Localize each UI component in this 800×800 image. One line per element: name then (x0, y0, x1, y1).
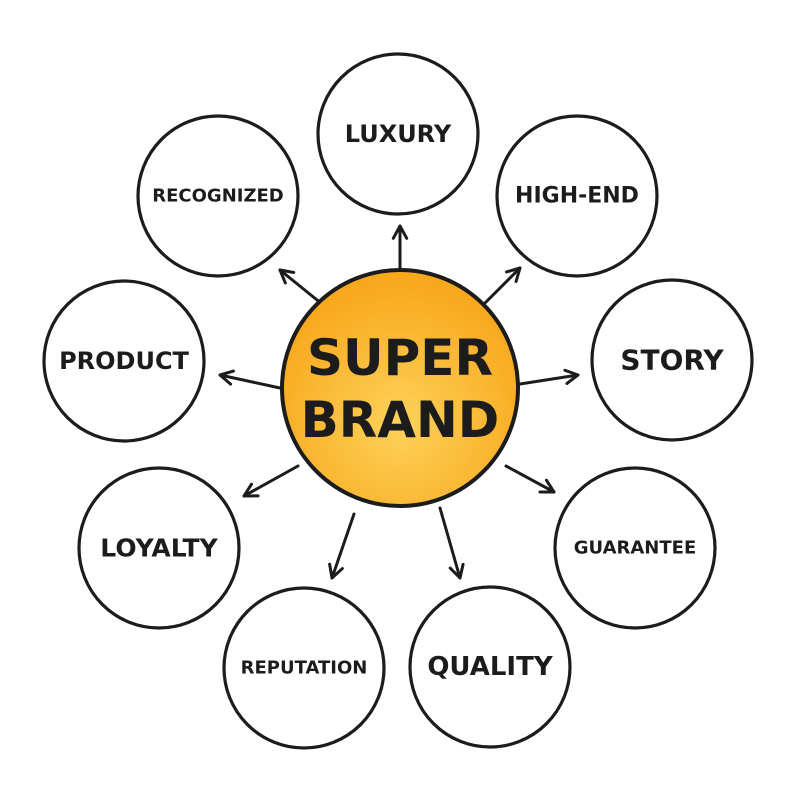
arrow-to-recognized (278, 268, 324, 306)
arrow-shaft (330, 512, 356, 580)
arrow-head (391, 224, 409, 240)
arrow-shaft (438, 506, 462, 580)
arrow-to-high-end (478, 266, 522, 310)
node-label-guarantee: GUARANTEE (574, 538, 697, 559)
arrow-head (328, 562, 344, 580)
node-story: STORY (590, 278, 754, 442)
arrow-shaft (504, 464, 556, 494)
arrow-head (563, 368, 580, 386)
node-recognized: RECOGNIZED (136, 114, 300, 278)
arrow-shaft (478, 266, 522, 310)
arrow-head (242, 482, 260, 498)
arrow-shaft (242, 464, 300, 498)
node-label-quality: QUALITY (427, 652, 554, 682)
node-circle-product (42, 279, 206, 443)
center-circle (280, 268, 520, 508)
node-label-loyalty: LOYALTY (100, 534, 218, 563)
node-loyalty: LOYALTY (77, 466, 241, 630)
center-node: SUPER BRAND (280, 268, 520, 508)
center-label-line2: BRAND (301, 391, 500, 449)
node-circle-reputation (222, 586, 386, 750)
node-circle-recognized (136, 114, 300, 278)
node-label-reputation: REPUTATION (241, 658, 368, 679)
arrow-to-reputation (328, 512, 356, 580)
node-circle-story (590, 278, 754, 442)
node-circle-luxury (316, 52, 480, 216)
arrow-to-guarantee (504, 464, 556, 494)
arrow-head (505, 266, 522, 283)
center-label-line1: SUPER (307, 329, 493, 387)
node-circle-guarantee (553, 466, 717, 630)
node-circle-high-end (495, 114, 659, 278)
node-label-luxury: LUXURY (345, 120, 452, 148)
arrow-shaft (518, 373, 580, 386)
arrow-shaft (278, 268, 324, 306)
outer-nodes: LUXURY HIGH-END STORY GUARANTEE QUALITY REPUT… (42, 52, 754, 750)
arrow-to-story (518, 368, 580, 386)
connector-arrows (218, 224, 580, 580)
node-guarantee: GUARANTEE (553, 466, 717, 630)
arrow-to-product (218, 369, 282, 390)
node-label-product: PRODUCT (59, 347, 189, 375)
arrow-to-quality (438, 506, 465, 580)
node-label-story: STORY (620, 344, 724, 377)
node-reputation: REPUTATION (222, 586, 386, 750)
arrow-shaft (218, 373, 282, 390)
arrow-head (278, 268, 296, 285)
node-label-high-end: HIGH-END (515, 184, 639, 209)
arrow-head (538, 478, 556, 494)
arrow-head (218, 369, 235, 386)
node-circle-loyalty (77, 466, 241, 630)
node-high-end: HIGH-END (495, 114, 659, 278)
node-circle-quality (408, 585, 572, 749)
arrow-to-loyalty (242, 464, 300, 498)
node-quality: QUALITY (408, 585, 572, 749)
node-label-recognized: RECOGNIZED (152, 186, 284, 207)
arrow-head (448, 562, 465, 580)
node-luxury: LUXURY (316, 52, 480, 216)
node-product: PRODUCT (42, 279, 206, 443)
